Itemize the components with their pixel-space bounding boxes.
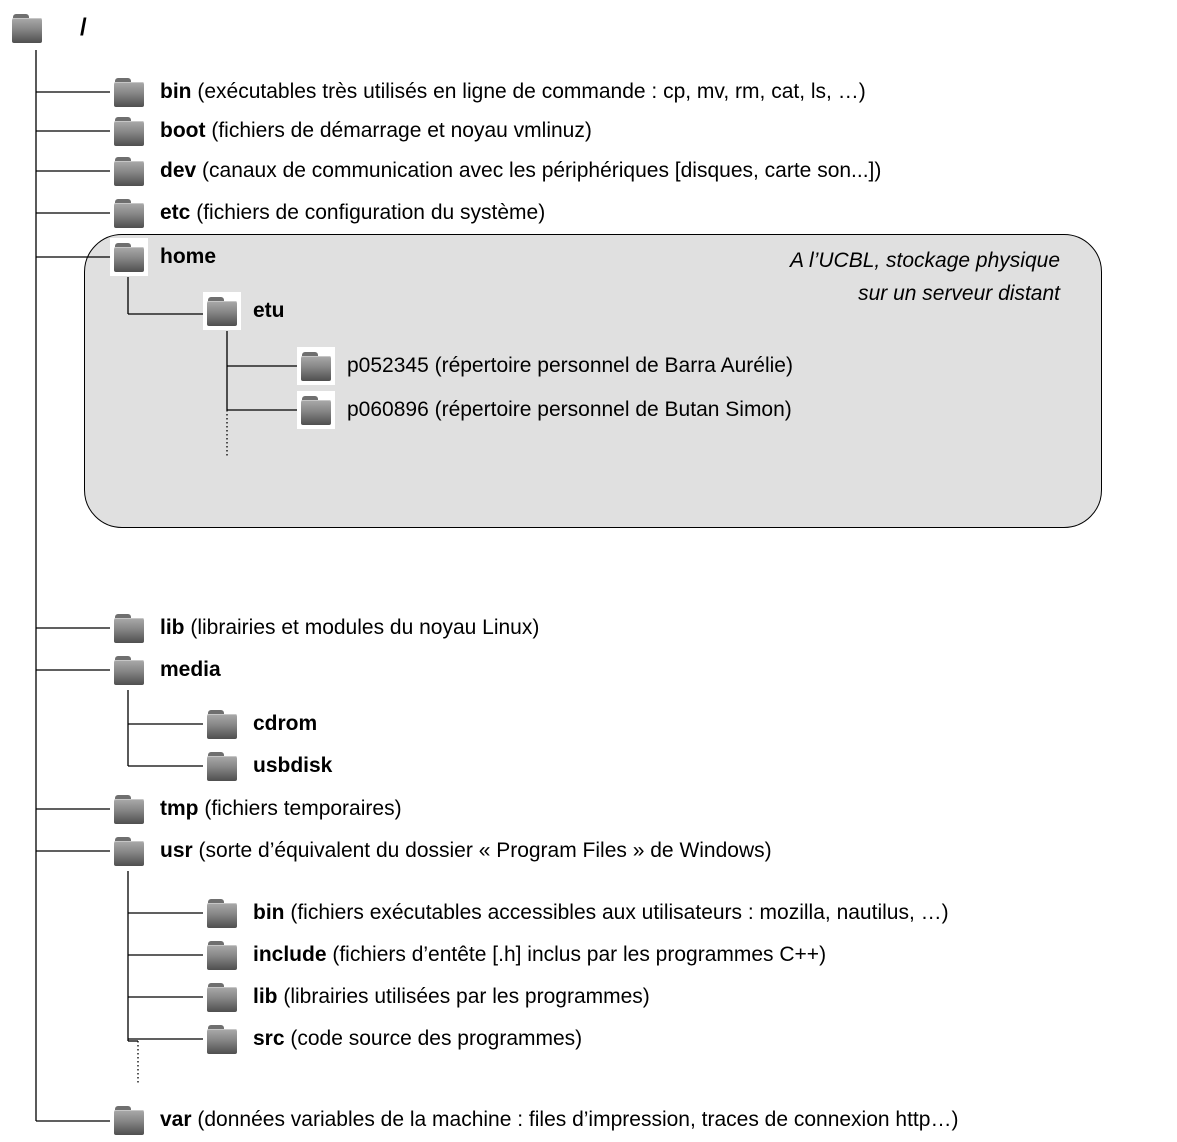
tree-node-dev[interactable]: dev(canaux de communication avec les pér… [110, 151, 881, 191]
tree-node-usr-bin[interactable]: bin(fichiers exécutables accessibles aux… [203, 893, 949, 933]
folder-icon [110, 651, 148, 689]
home-storage-note-line-1: A l’UCBL, stockage physique [789, 249, 1060, 272]
tree-node-lib-name: lib [160, 616, 185, 639]
tree-node-var-name: var [160, 1108, 192, 1131]
tree-node-etc-label: etc(fichiers de configuration du système… [160, 201, 545, 225]
tree-node-usr-src[interactable]: src(code source des programmes) [203, 1019, 582, 1059]
tree-node-var-description: (données variables de la machine : files… [197, 1108, 959, 1131]
folder-icon [203, 894, 241, 932]
tree-node-tmp-description: (fichiers temporaires) [204, 797, 402, 820]
folder-icon [110, 238, 148, 276]
folder-icon [297, 391, 335, 429]
home-storage-note-line-2: sur un serveur distant [858, 282, 1060, 305]
tree-node-tmp[interactable]: tmp(fichiers temporaires) [110, 789, 402, 829]
tree-node-usr-lib-name: lib [253, 985, 278, 1008]
tree-node-var[interactable]: var(données variables de la machine : fi… [110, 1100, 958, 1140]
tree-node-lib-label: lib(librairies et modules du noyau Linux… [160, 616, 539, 640]
folder-icon [110, 790, 148, 828]
tree-node-usr[interactable]: usr(sorte d’équivalent du dossier « Prog… [110, 831, 772, 871]
home-storage-note: A l’UCBL, stockage physique sur un serve… [640, 244, 1060, 310]
tree-node-etc-description: (fichiers de configuration du système) [196, 201, 546, 224]
tree-node-media-name: media [160, 658, 221, 681]
tree-node-usr-bin-description: (fichiers exécutables accessibles aux ut… [290, 901, 949, 924]
tree-node-dev-description: (canaux de communication avec les périph… [202, 159, 882, 182]
tree-node-boot[interactable]: boot(fichiers de démarrage et noyau vmli… [110, 111, 592, 151]
tree-node-media[interactable]: media [110, 650, 221, 690]
tree-node-usbdisk-name: usbdisk [253, 754, 333, 777]
tree-node-home[interactable]: home [110, 237, 216, 277]
tree-node-usbdisk-label: usbdisk [253, 754, 332, 778]
tree-node-etc[interactable]: etc(fichiers de configuration du système… [110, 193, 545, 233]
tree-node-p060896-label: p060896 (répertoire personnel de Butan S… [347, 398, 792, 422]
tree-node-usr-include-name: include [253, 943, 327, 966]
tree-node-usr-name: usr [160, 839, 193, 862]
tree-node-bin[interactable]: bin(exécutables très utilisés en ligne d… [110, 72, 866, 112]
tree-node-tmp-label: tmp(fichiers temporaires) [160, 797, 402, 821]
tree-node-usr-lib[interactable]: lib(librairies utilisées par les program… [203, 977, 650, 1017]
folder-icon [203, 705, 241, 743]
folder-icon [110, 1101, 148, 1139]
tree-node-etu-label: etu [253, 299, 285, 323]
folder-icon [203, 978, 241, 1016]
tree-node-usr-bin-name: bin [253, 901, 285, 924]
tree-node-etc-name: etc [160, 201, 191, 224]
tree-node-lib-description: (librairies et modules du noyau Linux) [190, 616, 540, 639]
folder-icon [203, 1020, 241, 1058]
tree-node-usr-label: usr(sorte d’équivalent du dossier « Prog… [160, 839, 772, 863]
folder-icon [8, 9, 46, 47]
tree-node-usr-src-label: src(code source des programmes) [253, 1027, 582, 1051]
folder-icon [203, 936, 241, 974]
tree-node-cdrom-name: cdrom [253, 712, 318, 735]
tree-node-p060896-description: p060896 (répertoire personnel de Butan S… [347, 398, 792, 421]
folder-icon [203, 747, 241, 785]
tree-node-p052345-description: p052345 (répertoire personnel de Barra A… [347, 354, 793, 377]
home-callout-box [84, 234, 1102, 528]
tree-node-cdrom[interactable]: cdrom [203, 704, 317, 744]
tree-node-usr-lib-description: (librairies utilisées par les programmes… [283, 985, 650, 1008]
tree-node-media-label: media [160, 658, 221, 682]
tree-node-dev-label: dev(canaux de communication avec les pér… [160, 159, 881, 183]
tree-node-p052345[interactable]: p052345 (répertoire personnel de Barra A… [297, 346, 793, 386]
tree-node-usr-include[interactable]: include(fichiers d’entête [.h] inclus pa… [203, 935, 826, 975]
tree-node-root-label: / [80, 14, 87, 41]
folder-icon [110, 112, 148, 150]
tree-node-home-label: home [160, 245, 216, 269]
tree-node-home-name: home [160, 245, 217, 268]
tree-node-bin-label: bin(exécutables très utilisés en ligne d… [160, 80, 866, 104]
tree-node-boot-name: boot [160, 119, 206, 142]
tree-node-p052345-label: p052345 (répertoire personnel de Barra A… [347, 354, 793, 378]
tree-node-dev-name: dev [160, 159, 197, 182]
tree-node-root[interactable]: / [8, 8, 87, 48]
tree-node-usr-src-description: (code source des programmes) [290, 1027, 583, 1050]
folder-icon [297, 347, 335, 385]
tree-node-bin-description: (exécutables très utilisés en ligne de c… [197, 80, 866, 103]
folder-icon [203, 292, 241, 330]
tree-node-usr-include-description: (fichiers d’entête [.h] inclus par les p… [332, 943, 827, 966]
tree-node-usr-bin-label: bin(fichiers exécutables accessibles aux… [253, 901, 949, 925]
tree-node-usr-include-label: include(fichiers d’entête [.h] inclus pa… [253, 943, 826, 967]
tree-node-usr-lib-label: lib(librairies utilisées par les program… [253, 985, 650, 1009]
tree-node-p060896[interactable]: p060896 (répertoire personnel de Butan S… [297, 390, 792, 430]
tree-node-usr-src-name: src [253, 1027, 285, 1050]
folder-icon [110, 73, 148, 111]
tree-node-tmp-name: tmp [160, 797, 199, 820]
tree-node-usr-description: (sorte d’équivalent du dossier « Program… [198, 839, 772, 862]
tree-node-boot-description: (fichiers de démarrage et noyau vmlinuz) [211, 119, 592, 142]
tree-node-lib[interactable]: lib(librairies et modules du noyau Linux… [110, 608, 539, 648]
tree-node-cdrom-label: cdrom [253, 712, 317, 736]
tree-node-etu-name: etu [253, 299, 285, 322]
folder-icon [110, 609, 148, 647]
folder-icon [110, 152, 148, 190]
tree-node-bin-name: bin [160, 80, 192, 103]
tree-node-boot-label: boot(fichiers de démarrage et noyau vmli… [160, 119, 592, 143]
folder-icon [110, 194, 148, 232]
folder-icon [110, 832, 148, 870]
tree-node-etu[interactable]: etu [203, 291, 285, 331]
tree-node-usbdisk[interactable]: usbdisk [203, 746, 332, 786]
tree-node-var-label: var(données variables de la machine : fi… [160, 1108, 958, 1132]
